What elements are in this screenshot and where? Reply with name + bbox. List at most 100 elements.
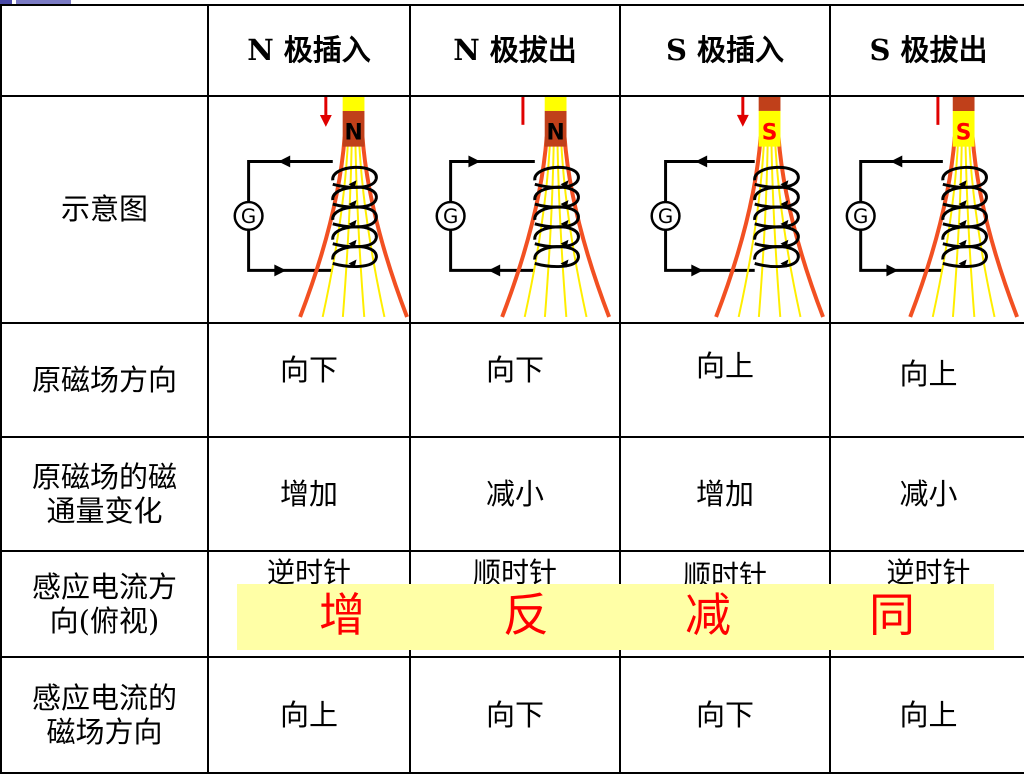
flux-change-3: 增加 [619,436,831,552]
field-line [562,136,611,318]
value-text: 向上 [899,356,958,391]
wire-arrow-top [468,155,481,168]
field-direction-4: 向上 [829,322,1024,438]
coil-loop [753,225,800,249]
field-line [773,136,802,318]
corner-block [0,0,12,6]
field-direction-row: 原磁场方向 向下 向下 向上 向上 [0,322,1024,438]
coil-arrow [780,239,789,248]
field-line [500,136,549,318]
field-line [321,136,350,318]
label-line-1: 原磁场的磁 [31,459,177,494]
value-text: 向下 [485,352,544,387]
header-s-withdraw: S 极拔出 [829,4,1024,97]
field-line [360,136,409,318]
coil-arrow [348,259,357,268]
coil-arrow [560,180,569,189]
magnet-bottom [544,110,567,147]
value-text: 逆时针 [886,556,971,589]
label-line-2: 向(俯视) [49,604,160,638]
field-line [523,136,552,318]
coil-arrow [780,180,789,189]
corner-bar [16,0,71,4]
coil-arrow [780,200,789,209]
diagram-3: GS [650,97,825,318]
value-text: 逆时针 [266,556,351,589]
coil-loop [941,245,988,268]
induced-field-row: 感应电流的 磁场方向 向上 向下 向下 向上 [0,656,1024,774]
diagram-1: GN [233,97,409,318]
field-line [964,136,976,317]
diagram-group: GN [233,97,409,318]
circuit-wire [859,160,943,272]
magnet-bottom [758,110,781,147]
wire-arrow-bottom [691,264,704,277]
field-line [776,136,825,318]
magnet-pole-label: S [762,121,778,146]
field-line [298,136,347,318]
field-line [908,136,957,318]
label-line-1: 感应电流的 [31,680,177,715]
field-line [737,136,766,318]
corner-cell [0,4,209,97]
magnet-top [342,97,365,111]
coil-arrow [560,219,569,228]
induced-field-4: 向上 [829,656,1024,774]
flux-change-2: 减小 [409,436,621,552]
field-direction-label: 原磁场方向 [0,322,209,438]
slide-corner-decoration [0,0,75,6]
header-n-insert: N 极插入 [207,4,411,97]
diagram-group: GS [845,97,1019,318]
field-line [770,136,782,318]
banner-char-1: 增 [319,588,365,642]
galvanometer-label: G [241,205,256,228]
field-direction-1: 向下 [207,322,411,438]
field-direction-3: 向上 [619,322,831,438]
diagram-row-label: 示意图 [0,95,209,324]
galvanometer-icon [233,200,264,232]
induced-field-2: 向下 [409,656,621,774]
header-s-insert: S 极插入 [619,4,831,97]
magnet-pole-label: N [344,121,362,146]
magnet-top [952,97,975,112]
field-line [556,136,568,318]
coil-loop [533,245,580,268]
header-row: N 极插入 N 极拔出 S 极插入 S 极拔出 [0,4,1024,97]
flux-change-row: 原磁场的磁 通量变化 增加 减小 增加 减小 [0,436,1024,552]
value-text: 向上 [695,348,754,383]
field-line [714,136,763,318]
induced-field-3: 向下 [619,656,831,774]
flux-change-1: 增加 [207,436,411,552]
magnet-top [758,97,781,111]
galvanometer-label: G [853,205,868,228]
coil-arrow [780,219,789,228]
magnet-top [544,97,567,111]
field-line [559,136,588,318]
wire-arrow-bottom [886,264,899,277]
wire-arrow-top [278,155,291,168]
flux-change-4: 减小 [829,436,1024,552]
current-direction-label: 感应电流方 向(俯视) [0,550,209,658]
coil-arrow [958,259,967,268]
galvanometer-icon [650,200,681,232]
field-line [967,136,996,318]
coil-arrow [780,259,789,268]
coil-loop [331,245,378,268]
magnet-pole-label: N [546,121,564,146]
value-text: 向下 [279,352,338,387]
banner-char-4: 同 [869,588,915,642]
circuit-wire [449,159,535,272]
field-line [951,136,963,317]
coil-arrow [560,239,569,248]
flux-change-label: 原磁场的磁 通量变化 [0,436,209,552]
galvanometer-label: G [443,205,458,228]
magnet-bottom [342,110,365,147]
circuit-wire [247,159,333,272]
motion-arrow-head [736,114,749,127]
diagram-4: GS [845,97,1019,318]
